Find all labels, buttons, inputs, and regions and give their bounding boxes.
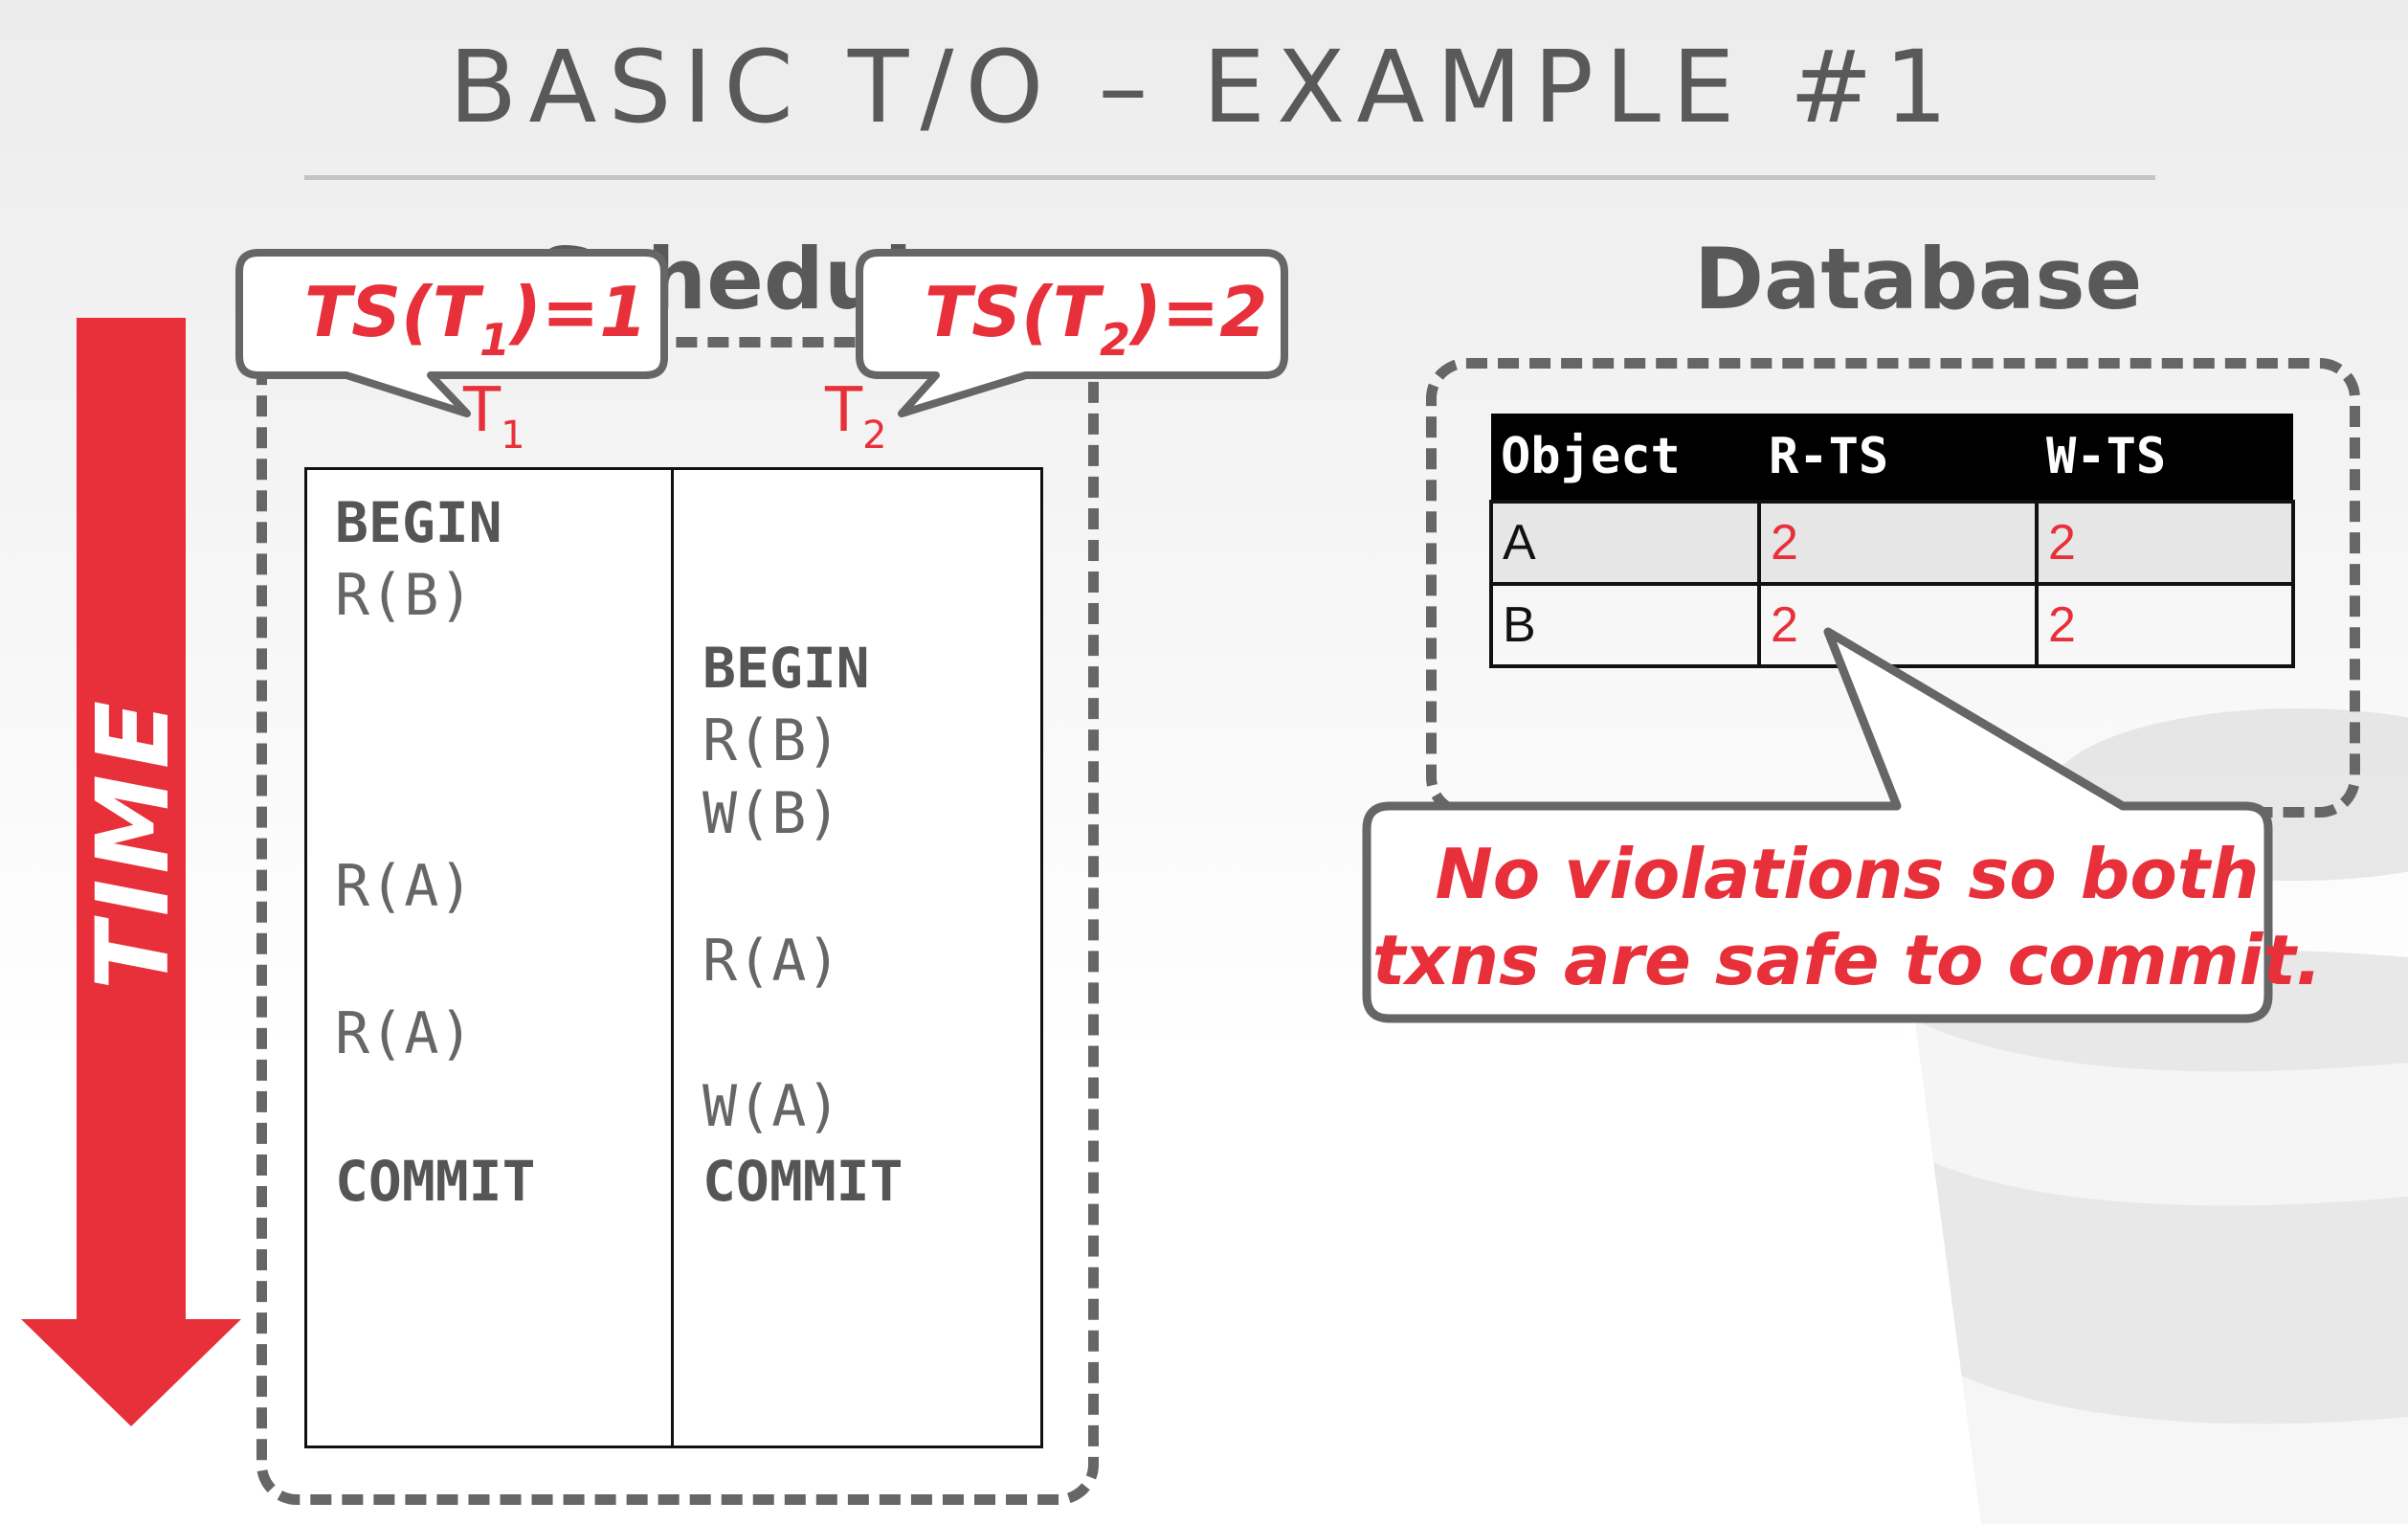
t1-op-read-a: R(A) xyxy=(335,853,474,920)
table-row: A 2 2 xyxy=(1489,500,2295,586)
t1-op-read-a: R(A) xyxy=(335,1000,474,1067)
w-ts-cell: 2 xyxy=(2035,500,2295,586)
t2-op-write-a: W(A) xyxy=(702,1073,841,1140)
callout-text: No violations so both txns are safe to c… xyxy=(1369,831,2326,1003)
object-cell: A xyxy=(1489,500,1761,586)
object-cell: B xyxy=(1489,582,1761,668)
column-header-object: Object xyxy=(1491,414,1759,502)
t2-op-read-a: R(A) xyxy=(702,928,841,995)
ts-t2-bubble xyxy=(856,249,1288,417)
database-table: Object R-TS W-TS A 2 2 B 2 2 xyxy=(1489,414,2295,668)
time-label: TIME xyxy=(75,695,191,990)
schedule-frame xyxy=(256,337,1099,1505)
callout-line-1: No violations so both xyxy=(1435,834,2260,914)
table-header-row: Object R-TS W-TS xyxy=(1491,414,2293,502)
ts-t2-text: TS(T2)=2 xyxy=(925,272,1268,366)
t2-column-header: T2 xyxy=(825,375,887,458)
column-header-r-ts: R-TS xyxy=(1759,414,2037,502)
t2-op-write-b: W(B) xyxy=(702,780,841,847)
schedule-table xyxy=(304,467,1043,1448)
t2-op-begin: BEGIN xyxy=(702,636,870,701)
r-ts-cell: 2 xyxy=(1757,500,2039,586)
callout-line-2: txns are safe to commit. xyxy=(1371,920,2323,1000)
t2-op-read-b: R(B) xyxy=(702,707,841,774)
w-ts-cell: 2 xyxy=(2035,582,2295,668)
database-label: Database xyxy=(1694,230,2143,328)
column-header-w-ts: W-TS xyxy=(2037,414,2293,502)
schedule-column-divider xyxy=(671,467,674,1448)
title-divider xyxy=(304,175,2155,180)
t2-op-commit: COMMIT xyxy=(702,1149,903,1214)
table-row: B 2 2 xyxy=(1489,582,2295,668)
ts-t1-text: TS(T1)=1 xyxy=(304,272,648,366)
ts-t1-bubble xyxy=(235,249,668,417)
t1-op-read-b: R(B) xyxy=(335,562,474,629)
t1-op-begin: BEGIN xyxy=(335,490,502,555)
t1-column-header: T1 xyxy=(463,375,525,458)
slide-title: BASIC T/O – EXAMPLE #1 xyxy=(449,29,1959,146)
t1-op-commit: COMMIT xyxy=(335,1149,536,1214)
r-ts-cell: 2 xyxy=(1757,582,2039,668)
